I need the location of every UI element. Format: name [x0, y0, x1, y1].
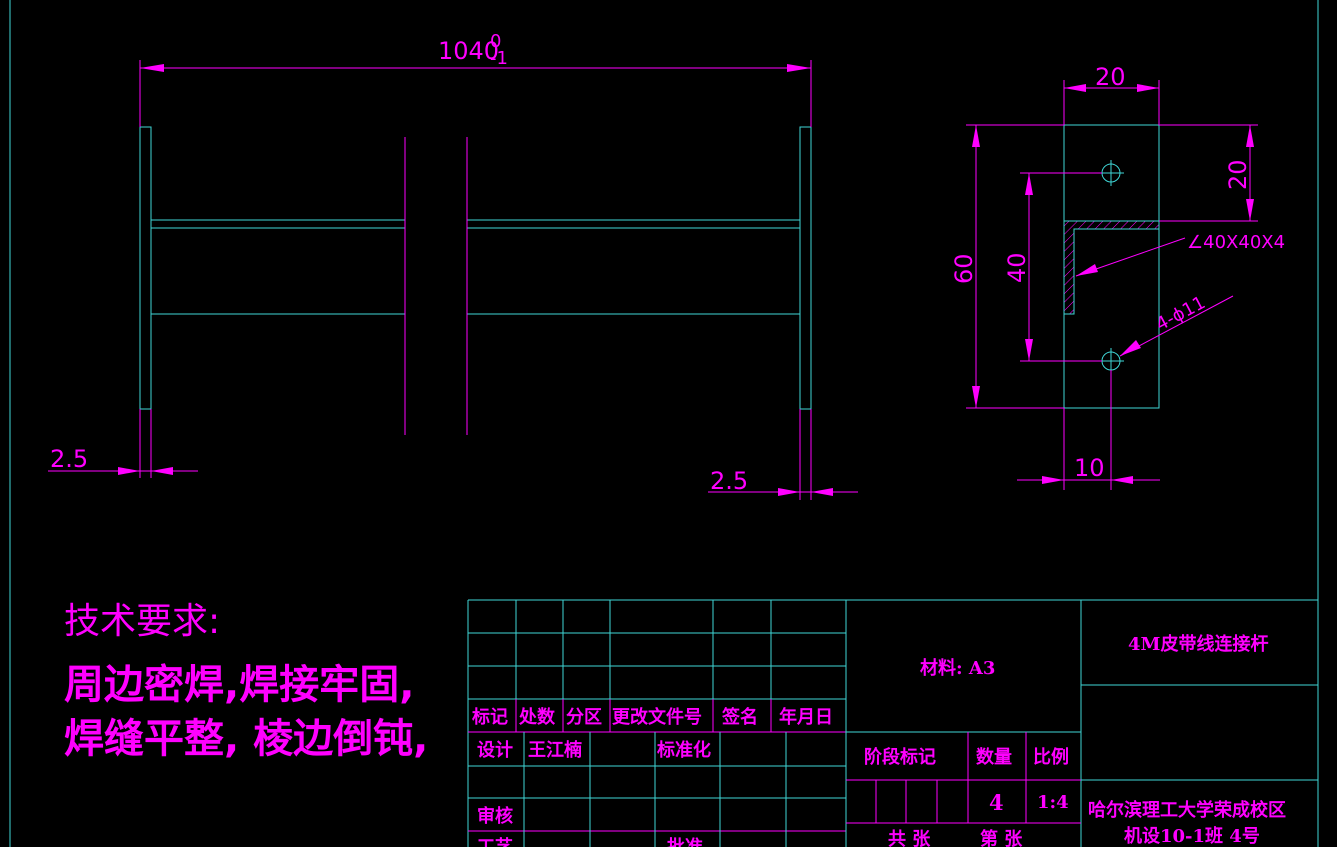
rev-header-zone: 分区: [566, 707, 602, 728]
drawing-frame: [9, 0, 1319, 847]
school-name: 哈尔滨理工大学荣成校区: [1088, 799, 1286, 821]
tol-lower-text: -1: [490, 48, 508, 69]
revision-header: 标记 处数 分区 更改文件号 签名 年月日: [468, 699, 846, 733]
approve-label: 批准: [667, 836, 703, 847]
drawing-name: 4M皮带线连接杆: [1128, 633, 1268, 655]
left-end-plate: [139, 126, 152, 410]
front-view: 1040 0 -1 2.5 2.5: [48, 31, 858, 500]
sheets-total: 共 张: [888, 829, 931, 847]
scale-value: 1:4: [1037, 792, 1069, 813]
side-width-text: 20: [1095, 63, 1126, 91]
side-bottom-text: 10: [1074, 454, 1105, 482]
stage-label: 阶段标记: [864, 746, 936, 768]
holes-label-text: 4-ϕ11: [1152, 292, 1208, 335]
sheet-number: 第 张: [980, 828, 1023, 847]
hole-spacing-text: 40: [1003, 252, 1031, 283]
revision-grid: [468, 600, 846, 700]
rev-header-count: 处数: [518, 706, 556, 728]
side-view: 20 20 60 40: [950, 63, 1285, 490]
angle-label-text: ∠40X40X4: [1187, 232, 1285, 253]
rev-header-sign: 签名: [721, 706, 758, 728]
left-plate-text: 2.5: [50, 445, 88, 473]
tech-requirements-heading: 技术要求:: [64, 601, 221, 642]
angle-bar-front: [151, 219, 800, 315]
side-top-text: 20: [1224, 159, 1252, 190]
leader-holes: 4-ϕ11: [1119, 292, 1234, 357]
leader-angle: ∠40X40X4: [1075, 232, 1285, 277]
qty-label: 数量: [976, 746, 1012, 768]
review-label: 审核: [477, 805, 513, 827]
material-section: 材料: A3: [845, 600, 1082, 847]
designer-name: 王江楠: [528, 739, 582, 761]
tech-requirement-line-2: 焊缝平整, 棱边倒钝,: [64, 716, 429, 762]
scale-label: 比例: [1033, 746, 1069, 768]
dim-overall-length: 1040 0 -1: [139, 31, 812, 127]
class-number: 机设10-1班 4号: [1124, 826, 1260, 847]
tech-requirement-line-1: 周边密焊,焊接牢固,: [64, 662, 415, 708]
rev-header-mark: 标记: [471, 706, 508, 728]
tol-upper-text: 0: [490, 31, 501, 52]
side-height-text: 60: [950, 253, 978, 284]
rev-header-date: 年月日: [779, 706, 833, 728]
dim-left-plate: 2.5: [48, 409, 198, 478]
title-block: 标记 处数 分区 更改文件号 签名 年月日 设计 王江楠 标准化 审核 工艺 批…: [467, 599, 1318, 847]
qty-value: 4: [989, 790, 1004, 815]
dim-side-bottom: 10: [1017, 370, 1160, 490]
stage-section: 阶段标记 数量 比例 4 1:4 共 张 第 张: [846, 732, 1081, 847]
name-section: 4M皮带线连接杆 哈尔滨理工大学荣成校区 机设10-1班 4号: [1081, 633, 1318, 847]
signature-grid: 设计 王江楠 标准化 审核 工艺 批准: [468, 732, 846, 847]
overall-length-text: 1040: [438, 37, 499, 65]
dim-hole-spacing: 40: [1003, 172, 1102, 362]
standardize-label: 标准化: [656, 739, 711, 761]
angle-section: [1063, 220, 1160, 315]
design-label: 设计: [477, 739, 513, 761]
dim-side-height: 60: [950, 124, 1064, 409]
rev-header-docno: 更改文件号: [612, 706, 702, 728]
craft-label: 工艺: [477, 836, 513, 847]
dim-right-plate: 2.5: [708, 409, 858, 500]
dim-side-width: 20: [1063, 63, 1160, 125]
dim-side-top: 20: [1159, 124, 1258, 222]
material-text: 材料: A3: [920, 657, 995, 679]
right-end-plate: [799, 126, 812, 410]
right-plate-text: 2.5: [710, 467, 748, 495]
